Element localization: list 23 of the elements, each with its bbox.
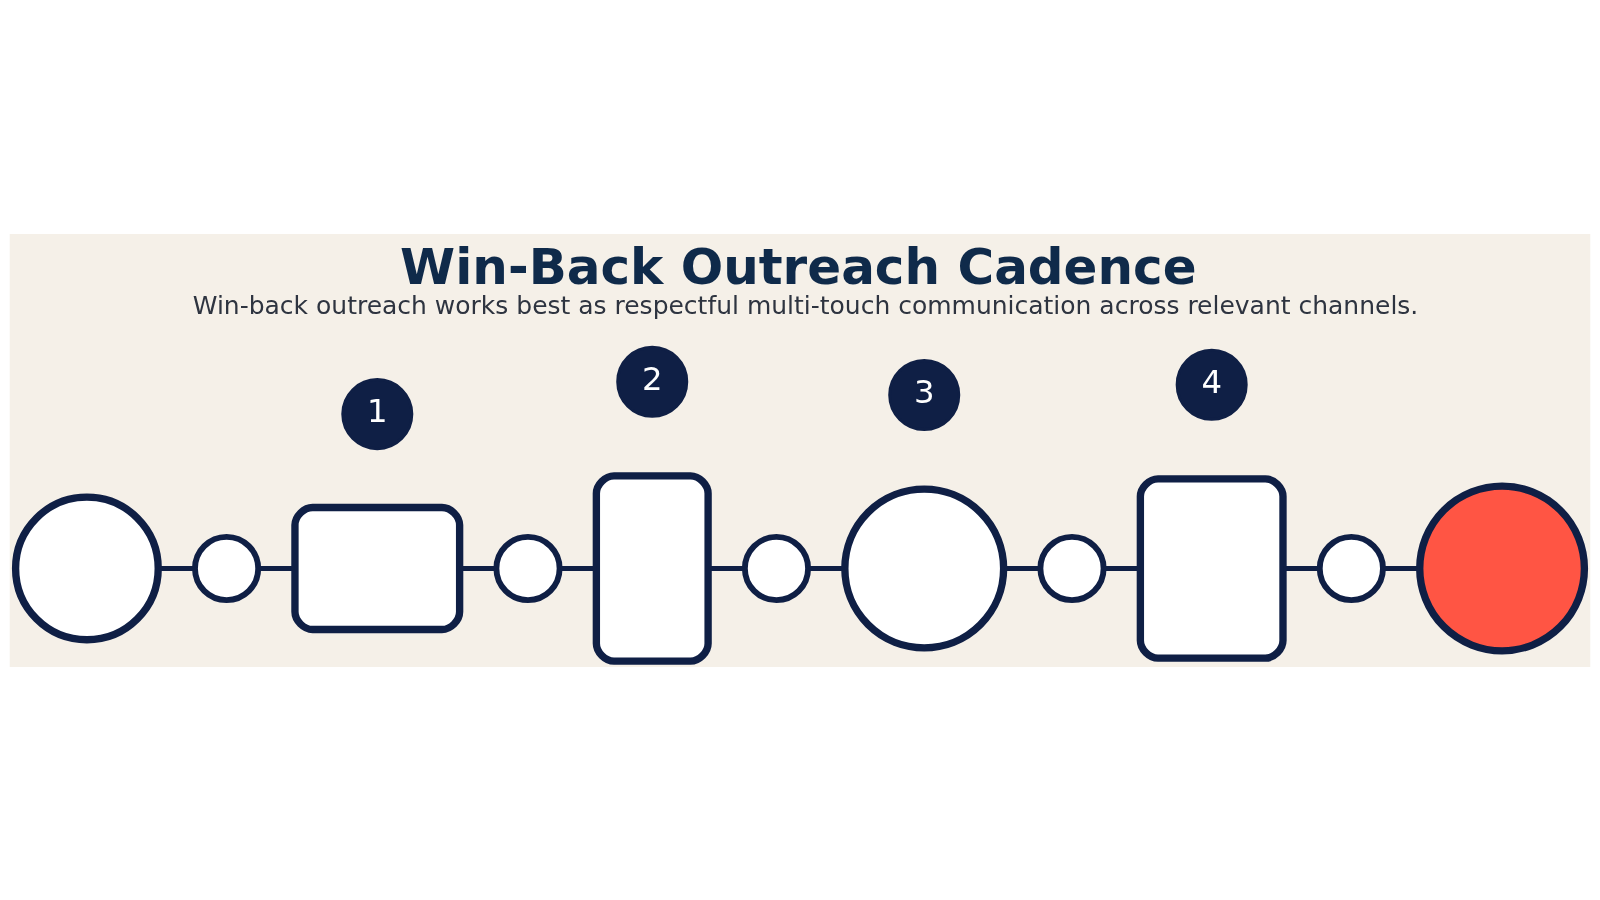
connector xyxy=(158,565,195,571)
node-circle: 1 xyxy=(341,377,414,450)
connector xyxy=(708,565,745,571)
node-circle xyxy=(493,533,563,603)
node-circle xyxy=(741,533,812,603)
node-circle: 2 xyxy=(616,345,689,418)
node-circle: 4 xyxy=(1175,348,1248,421)
node-box xyxy=(291,503,464,633)
connector xyxy=(808,565,845,571)
connector xyxy=(1283,565,1320,571)
node-circle xyxy=(1416,481,1589,654)
node-circle xyxy=(1037,533,1107,603)
node-circle xyxy=(192,533,262,603)
node-box xyxy=(1136,474,1287,662)
connector xyxy=(258,565,295,571)
connector xyxy=(460,565,497,571)
node-circle xyxy=(1316,533,1386,603)
node-circle xyxy=(11,493,162,643)
node-box xyxy=(592,471,712,665)
connector xyxy=(1004,565,1041,571)
connector xyxy=(1383,565,1420,571)
node-circle xyxy=(841,484,1008,652)
node-circle: 3 xyxy=(888,358,961,431)
